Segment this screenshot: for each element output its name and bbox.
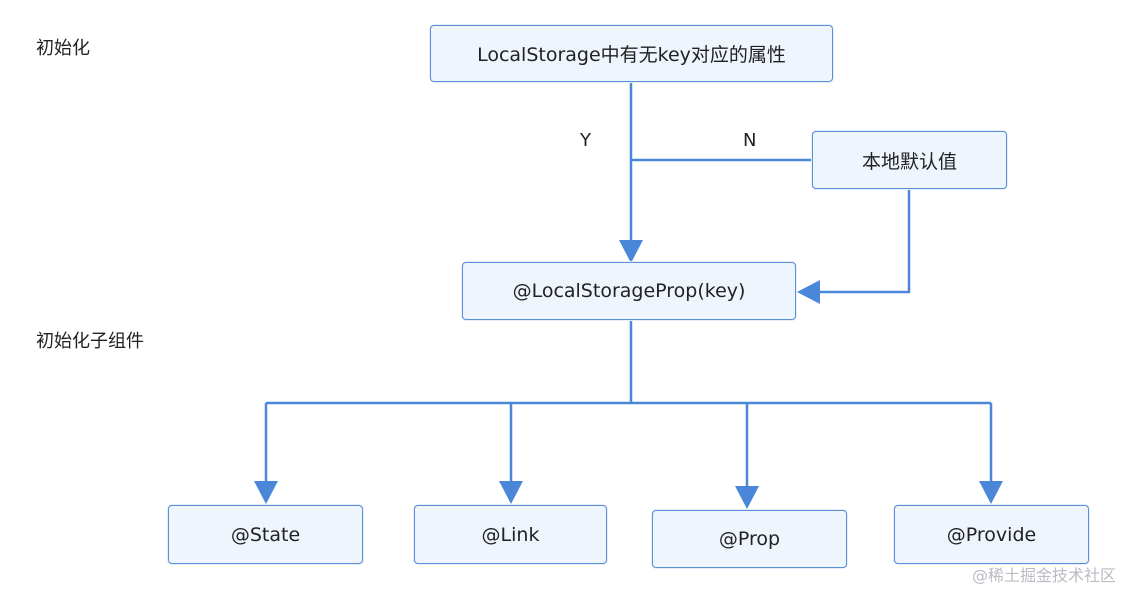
node-child-prop: @Prop [652, 510, 847, 568]
edge-label-yes: Y [580, 130, 591, 151]
arrowhead-to-link [499, 481, 523, 504]
arrowhead-to-prop-top [619, 240, 643, 263]
node-link: @Link [414, 505, 607, 564]
edge-label-no: N [743, 130, 757, 151]
node-localstorageprop: @LocalStorageProp(key) [462, 262, 796, 320]
arrowhead-to-state [254, 481, 278, 504]
node-provide: @Provide [894, 505, 1089, 564]
node-check-key: LocalStorage中有无key对应的属性 [430, 25, 833, 82]
arrowhead-to-child-prop [735, 486, 759, 509]
init-child-section-label: 初始化子组件 [36, 331, 144, 352]
edge-default-to-prop [820, 189, 911, 294]
node-default-value: 本地默认值 [812, 131, 1007, 189]
arrowhead-to-prop-right [797, 280, 820, 304]
watermark-text: @稀土掘金技术社区 [971, 566, 1116, 585]
init-section-label: 初始化 [36, 38, 90, 59]
node-state: @State [168, 505, 363, 564]
arrowhead-to-provide [979, 481, 1003, 504]
